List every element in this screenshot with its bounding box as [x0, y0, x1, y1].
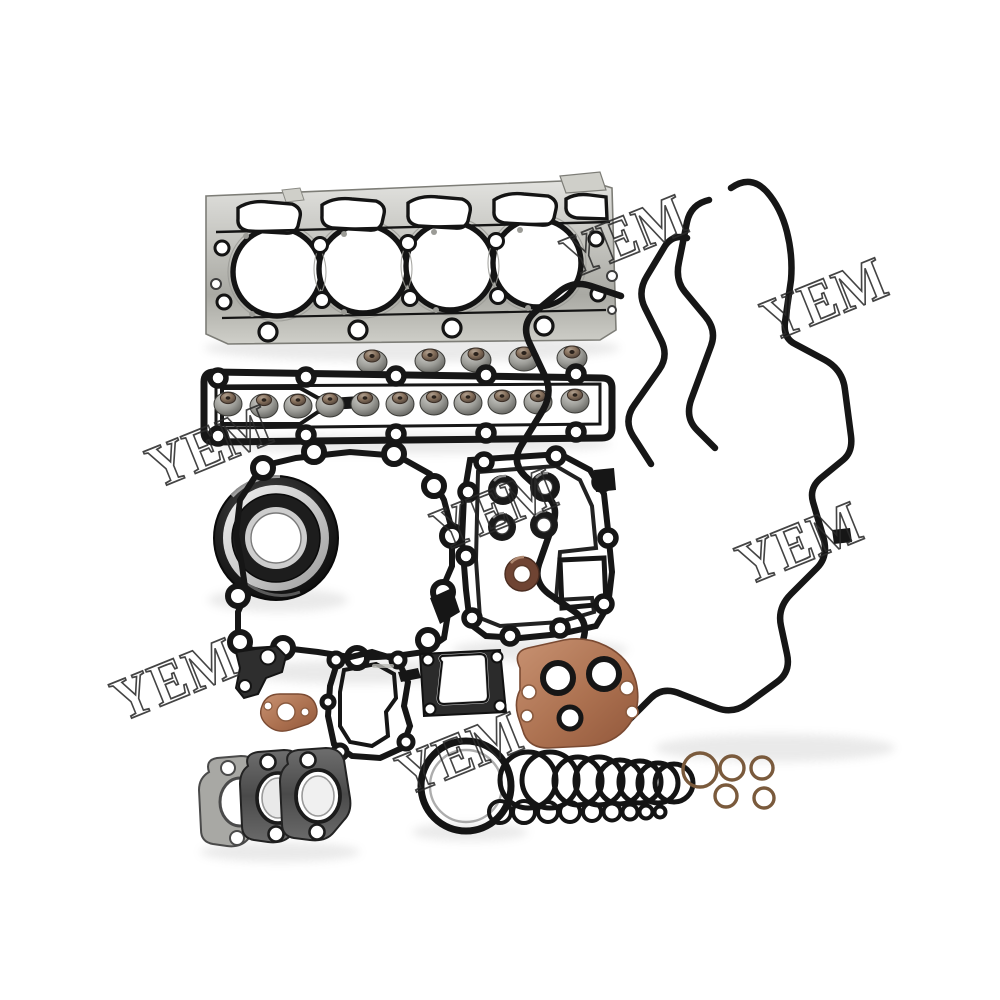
- part-thermostat-bracket-gasket: [234, 644, 288, 700]
- valve-cover-gasket-tab: [832, 528, 852, 544]
- water-pump-gasket-mark: [372, 664, 394, 668]
- part-o-ring-large: [417, 737, 515, 835]
- part-small-oval-gasket: [259, 693, 318, 732]
- part-valve-stem-seals-upper: [356, 345, 588, 375]
- timing-cover-gasket-bolt-bosses: [225, 439, 465, 671]
- part-oil-seals-small: [488, 471, 560, 541]
- part-cylinder-head-gasket: [205, 171, 618, 345]
- oil-pump-gasket-tab: [594, 468, 616, 492]
- part-turbo-flange-gasket: [418, 648, 508, 718]
- part-exhaust-manifold-gaskets: [197, 746, 352, 848]
- part-valve-stem-seals-lower: [213, 388, 590, 419]
- part-oil-seal-brown: [504, 555, 540, 592]
- oil-pump-gasket-bolt-bosses: [455, 445, 619, 647]
- timing-cover-gasket-ear: [430, 588, 460, 624]
- part-crankshaft-oil-seal: [213, 473, 339, 601]
- water-pump-gasket-tab: [398, 668, 421, 682]
- part-o-rings-small: [487, 799, 668, 825]
- part-copper-washers: [681, 751, 776, 810]
- part-fuel-pump-gasket: [515, 638, 639, 749]
- part-o-rings-medium: [497, 749, 696, 811]
